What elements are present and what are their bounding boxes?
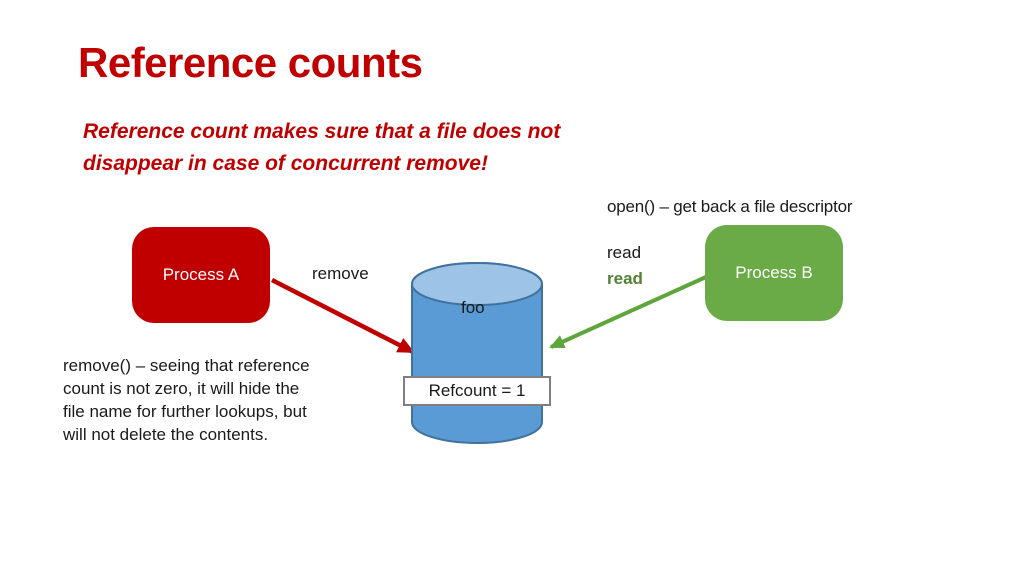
remove-note: remove() – seeing that reference count i… xyxy=(63,354,310,446)
refcount-box: Refcount = 1 xyxy=(403,376,551,406)
slide-title: Reference counts xyxy=(78,39,423,86)
process-a-label: Process A xyxy=(162,265,240,284)
process-a-box: Process A xyxy=(132,227,270,323)
remove-note-line: will not delete the contents. xyxy=(63,425,269,444)
remove-note-line: count is not zero, it will hide the xyxy=(63,379,300,398)
file-name-label: foo xyxy=(461,298,485,317)
slide-subtitle-line-1: Reference count makes sure that a file d… xyxy=(83,120,561,143)
remove-note-line: remove() – seeing that reference xyxy=(63,356,310,375)
read-label-black: read xyxy=(607,243,642,262)
remove-arrow xyxy=(270,277,415,355)
open-note: open() – get back a file descriptor xyxy=(607,197,853,216)
process-b-box: Process B xyxy=(705,225,843,321)
file-cylinder-body xyxy=(411,262,543,444)
refcount-label: Refcount = 1 xyxy=(428,381,526,400)
slide-subtitle-line-2: disappear in case of concurrent remove! xyxy=(83,152,488,175)
remove-arrow-label: remove xyxy=(312,264,369,283)
read-label-green: read xyxy=(607,269,643,288)
process-b-label: Process B xyxy=(735,263,813,282)
slide-subtitle: Reference count makes sure that a file d… xyxy=(83,116,560,180)
remove-note-line: file name for further lookups, but xyxy=(63,402,307,421)
